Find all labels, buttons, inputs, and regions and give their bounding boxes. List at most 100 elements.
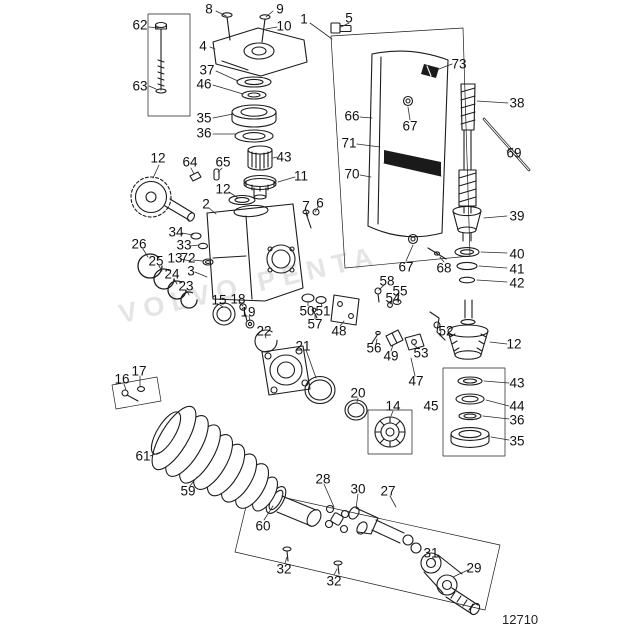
part-label-30: 30 bbox=[350, 481, 366, 497]
part-label-20: 20 bbox=[350, 385, 366, 401]
part-label-47: 47 bbox=[408, 373, 424, 389]
part-label-56: 56 bbox=[366, 340, 382, 356]
part-label-52: 52 bbox=[438, 323, 454, 339]
leader-lines bbox=[123, 10, 514, 578]
part-label-35: 35 bbox=[196, 110, 212, 126]
part-label-21: 21 bbox=[295, 338, 311, 354]
part-label-65: 65 bbox=[215, 154, 231, 170]
part-label-63: 63 bbox=[132, 78, 148, 94]
part-label-34: 34 bbox=[168, 224, 184, 240]
part-label-32: 32 bbox=[276, 561, 292, 577]
top-screws bbox=[221, 12, 352, 43]
part-label-33: 33 bbox=[176, 237, 192, 253]
part-label-13: 13 bbox=[167, 250, 183, 266]
part-label-64: 64 bbox=[182, 154, 198, 170]
part-label-3: 3 bbox=[187, 263, 195, 279]
part-label-18: 18 bbox=[230, 291, 246, 307]
part-label-8: 8 bbox=[205, 1, 213, 17]
part-label-58: 58 bbox=[379, 273, 395, 289]
part-label-36: 36 bbox=[509, 412, 525, 428]
part-label-38: 38 bbox=[509, 95, 525, 111]
part-label-12: 12 bbox=[150, 150, 166, 166]
part-label-70: 70 bbox=[344, 166, 360, 182]
bevel-gear-12 bbox=[447, 299, 489, 360]
part-label-59: 59 bbox=[180, 483, 196, 499]
part-label-26: 26 bbox=[131, 236, 147, 252]
part-label-40: 40 bbox=[509, 246, 525, 262]
part-label-12: 12 bbox=[215, 181, 231, 197]
vertical-shaft bbox=[458, 83, 531, 214]
part-label-68: 68 bbox=[436, 260, 452, 276]
part-label-24: 24 bbox=[164, 266, 180, 282]
part-label-4: 4 bbox=[199, 38, 207, 54]
part-label-72: 72 bbox=[180, 250, 196, 266]
part-label-14: 14 bbox=[385, 398, 401, 414]
part-label-9: 9 bbox=[276, 1, 284, 17]
seal-and-bolt bbox=[212, 302, 278, 353]
part-label-35: 35 bbox=[509, 433, 525, 449]
part-label-43: 43 bbox=[509, 375, 525, 391]
part-label-53: 53 bbox=[413, 345, 429, 361]
bolt-62-63 bbox=[154, 21, 168, 94]
orings-and-bearing bbox=[304, 375, 406, 448]
part-label-16: 16 bbox=[114, 371, 130, 387]
part-label-73: 73 bbox=[451, 56, 467, 72]
driveshaft-u-joint bbox=[276, 495, 481, 616]
part-label-15: 15 bbox=[211, 292, 227, 308]
bearing-flange bbox=[261, 345, 311, 396]
part-label-45: 45 bbox=[423, 398, 439, 414]
part-label-43: 43 bbox=[276, 149, 292, 165]
part-label-66: 66 bbox=[344, 108, 360, 124]
top-cover bbox=[212, 27, 308, 77]
part-label-62: 62 bbox=[132, 17, 148, 33]
bearing-stack-45 bbox=[450, 376, 490, 448]
part-label-2: 2 bbox=[202, 196, 210, 212]
part-label-67: 67 bbox=[398, 259, 414, 275]
snap-rings bbox=[137, 253, 198, 309]
part-label-11: 11 bbox=[293, 168, 309, 184]
left-gear bbox=[130, 176, 196, 222]
part-label-31: 31 bbox=[423, 545, 439, 561]
part-label-28: 28 bbox=[315, 471, 331, 487]
part-label-12: 12 bbox=[506, 336, 522, 352]
part-label-36: 36 bbox=[196, 125, 212, 141]
part-label-7: 7 bbox=[302, 198, 310, 214]
part-label-25: 25 bbox=[148, 253, 164, 269]
part-label-49: 49 bbox=[383, 348, 399, 364]
part-label-44: 44 bbox=[509, 398, 525, 414]
part-label-41: 41 bbox=[509, 261, 525, 277]
bevel-gear-39 bbox=[452, 205, 482, 284]
part-label-57: 57 bbox=[307, 316, 323, 332]
part-label-37: 37 bbox=[199, 62, 215, 78]
part-label-6: 6 bbox=[316, 195, 324, 211]
housing bbox=[190, 203, 320, 302]
part-label-1: 1 bbox=[300, 11, 308, 27]
part-label-55: 55 bbox=[392, 283, 408, 299]
bellows bbox=[150, 405, 287, 514]
shift-mechanism bbox=[301, 287, 446, 351]
shield-plate bbox=[367, 50, 449, 260]
part-label-48: 48 bbox=[331, 323, 347, 339]
part-label-69: 69 bbox=[506, 145, 522, 161]
small-bracket bbox=[121, 386, 146, 402]
part-label-17: 17 bbox=[131, 363, 147, 379]
part-label-19: 19 bbox=[240, 304, 256, 320]
key-and-pin bbox=[189, 168, 256, 206]
figure-number: 12710 bbox=[502, 612, 539, 627]
part-label-51: 51 bbox=[315, 303, 331, 319]
part-label-71: 71 bbox=[341, 135, 357, 151]
gear-shaft bbox=[243, 145, 277, 200]
part-label-60: 60 bbox=[255, 518, 271, 534]
part-label-27: 27 bbox=[380, 483, 396, 499]
gasket-stack bbox=[231, 76, 277, 143]
part-label-46: 46 bbox=[196, 76, 212, 92]
part-label-29: 29 bbox=[466, 560, 482, 576]
part-label-61: 61 bbox=[135, 448, 151, 464]
part-label-22: 22 bbox=[256, 323, 272, 339]
part-label-50: 50 bbox=[299, 303, 315, 319]
part-label-5: 5 bbox=[345, 10, 353, 26]
part-label-67: 67 bbox=[402, 118, 418, 134]
part-label-23: 23 bbox=[178, 278, 194, 294]
